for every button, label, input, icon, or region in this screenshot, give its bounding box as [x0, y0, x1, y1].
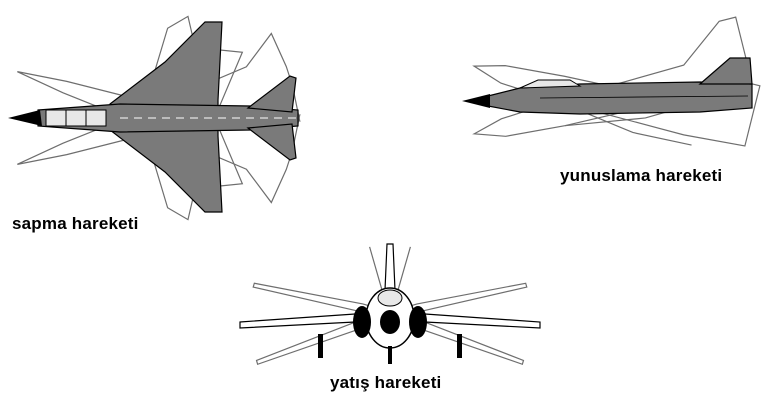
pitch-caption: yunuslama hareketi	[560, 166, 722, 186]
yaw-nose-cone	[8, 110, 42, 126]
yaw-canopy	[46, 110, 106, 126]
roll-caption: yatış hareketi	[330, 373, 441, 393]
roll-aircraft-group	[235, 208, 545, 364]
roll-nose-gear	[388, 346, 392, 364]
roll-radome	[380, 310, 400, 334]
yaw-aircraft-group	[0, 0, 317, 248]
pitch-aircraft-solid	[462, 58, 752, 114]
roll-canopy	[378, 290, 402, 306]
pitch-fin	[700, 58, 752, 84]
roll-fin	[385, 244, 395, 290]
pitch-aircraft-group	[462, 17, 760, 159]
pitch-canopy	[520, 80, 580, 88]
yaw-caption: sapma hareketi	[12, 214, 139, 234]
roll-right-intake	[409, 306, 427, 338]
yaw-aircraft-solid	[8, 22, 298, 212]
pitch-nose-cone	[462, 94, 490, 108]
roll-left-gear	[318, 334, 323, 358]
roll-right-gear	[457, 334, 462, 358]
roll-left-intake	[353, 306, 371, 338]
roll-aircraft-solid	[240, 244, 540, 364]
